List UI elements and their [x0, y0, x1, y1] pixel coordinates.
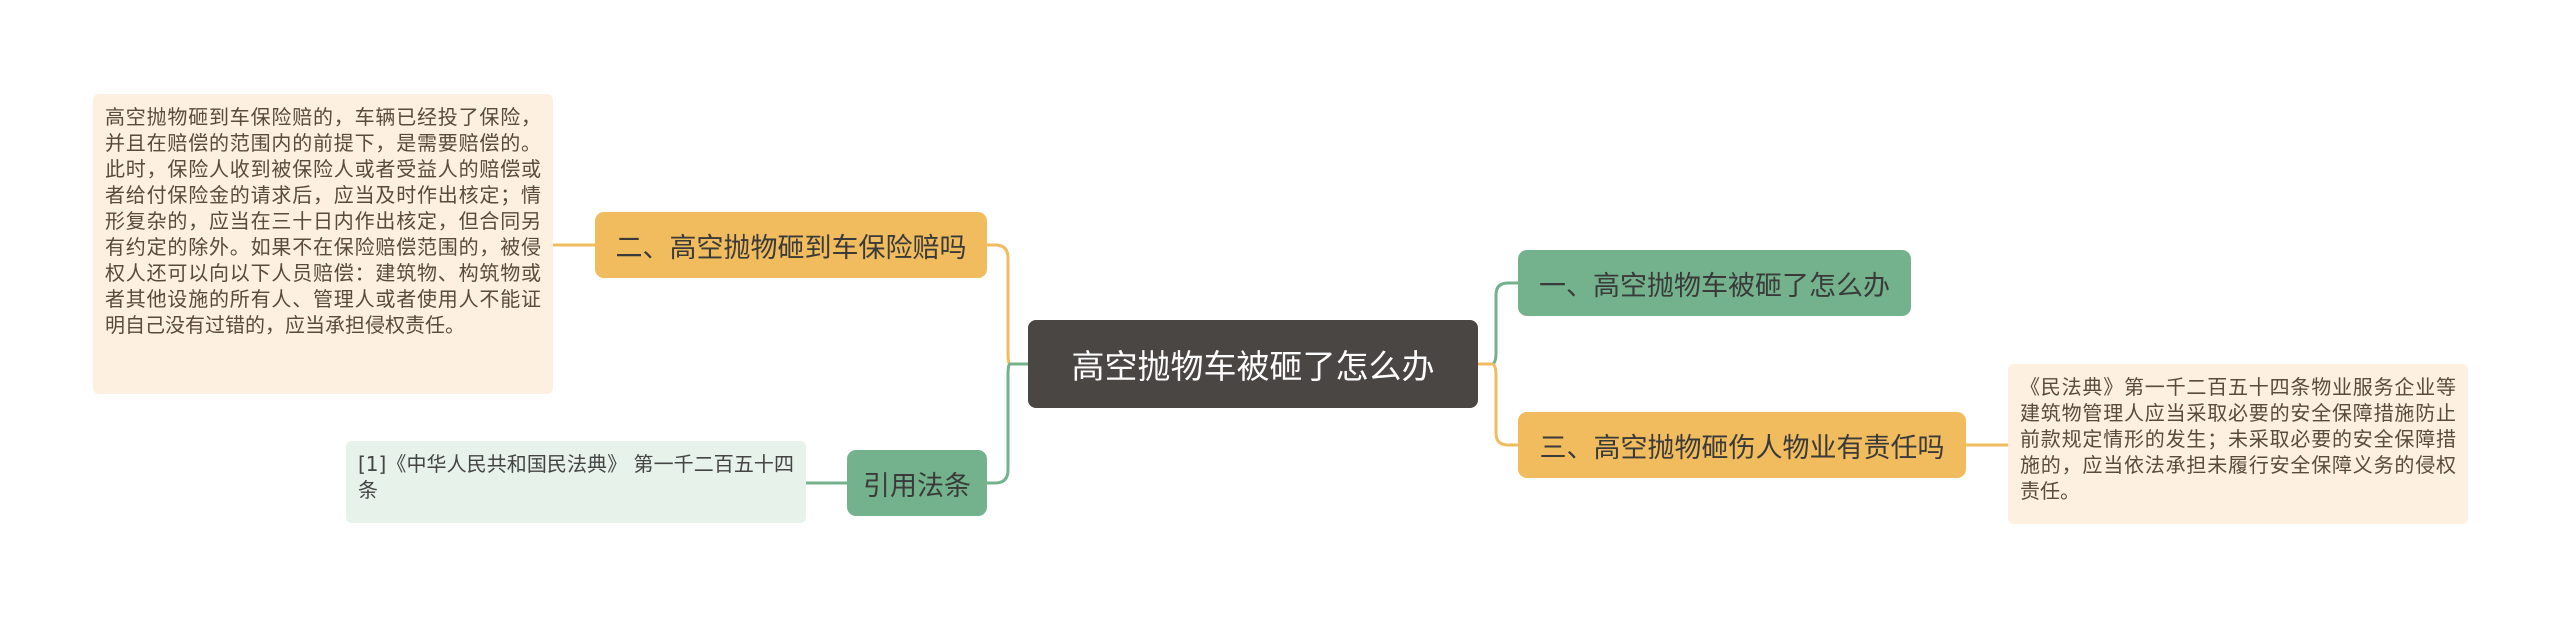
- leaf-insurance-detail[interactable]: 高空抛物砸到车保险赔的，车辆已经投了保险，并且在赔偿的范围内的前提下，是需要赔偿…: [93, 94, 553, 394]
- branch-node-insurance[interactable]: 二、高空抛物砸到车保险赔吗: [595, 212, 987, 278]
- connector-root-b2: [987, 243, 1028, 366]
- branch-node-citation[interactable]: 引用法条: [847, 450, 987, 516]
- leaf-text: 《民法典》第一千二百五十四条物业服务企业等建筑物管理人应当采取必要的安全保障措施…: [2020, 375, 2456, 503]
- branch-node-what-to-do[interactable]: 一、高空抛物车被砸了怎么办: [1518, 250, 1911, 316]
- leaf-property-detail[interactable]: 《民法典》第一千二百五十四条物业服务企业等建筑物管理人应当采取必要的安全保障措施…: [2008, 364, 2468, 524]
- leaf-text: [1]《中华人民共和国民法典》 第一千二百五十四条: [358, 452, 794, 502]
- leaf-citation-detail[interactable]: [1]《中华人民共和国民法典》 第一千二百五十四条: [346, 441, 806, 523]
- branch-label: 三、高空抛物砸伤人物业有责任吗: [1539, 432, 1945, 464]
- root-label: 高空抛物车被砸了怎么办: [1071, 347, 1435, 386]
- branch-label: 二、高空抛物砸到车保险赔吗: [615, 232, 967, 264]
- connector-root-b1: [1478, 281, 1518, 366]
- branch-node-property-liability[interactable]: 三、高空抛物砸伤人物业有责任吗: [1518, 412, 1966, 478]
- leaf-text: 高空抛物砸到车保险赔的，车辆已经投了保险，并且在赔偿的范围内的前提下，是需要赔偿…: [105, 105, 541, 337]
- branch-label: 引用法条: [863, 470, 971, 502]
- branch-label: 一、高空抛物车被砸了怎么办: [1539, 270, 1890, 302]
- connector-root-citation: [987, 362, 1028, 485]
- root-node[interactable]: 高空抛物车被砸了怎么办: [1028, 320, 1478, 408]
- connector-root-b3: [1478, 362, 1518, 447]
